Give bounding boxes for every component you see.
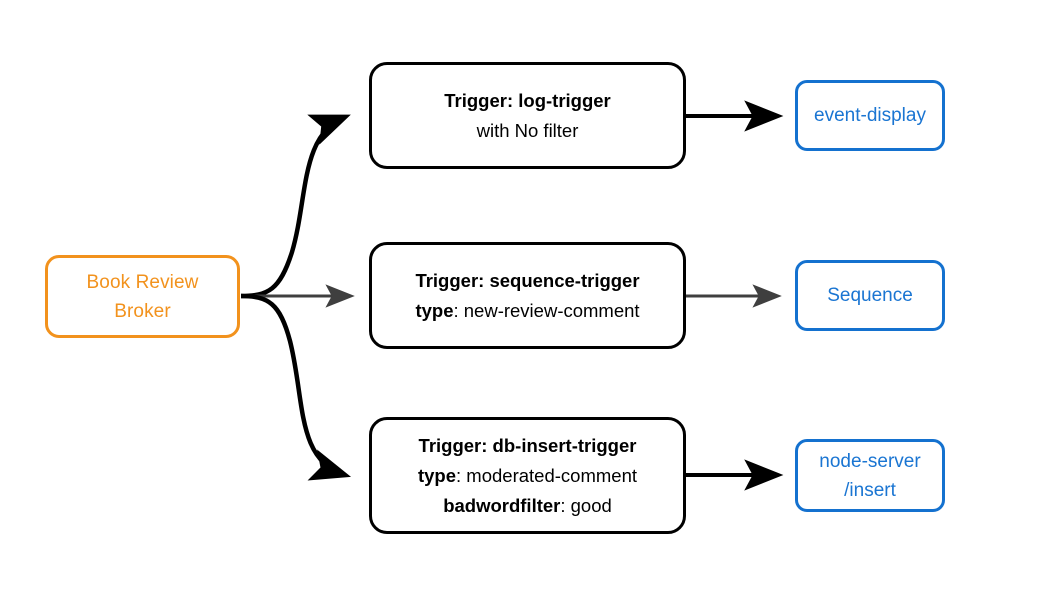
edge-broker-to-log-trigger xyxy=(240,114,351,299)
trigger-title-log-trigger: Trigger: log-trigger xyxy=(444,86,611,116)
trigger-attr-value-type-db-insert-trigger: : moderated-comment xyxy=(456,464,637,486)
trigger-attr-value-type-sequence-trigger: : new-review-comment xyxy=(453,299,640,321)
edge-broker-to-db-insert-trigger xyxy=(240,293,352,481)
sink-node-node-server[interactable]: node-server /insert xyxy=(795,439,945,512)
trigger-attr-type-sequence-trigger: type: new-review-comment xyxy=(415,296,639,326)
trigger-title-sequence-trigger: Trigger: sequence-trigger xyxy=(415,266,639,296)
sink-label-sequence: Sequence xyxy=(827,285,913,306)
sink-node-sequence[interactable]: Sequence xyxy=(795,260,945,331)
broker-node[interactable]: Book Review Broker xyxy=(45,255,240,338)
sink-label-node-server-line1: node-server xyxy=(819,450,921,472)
trigger-node-log-trigger[interactable]: Trigger: log-trigger with No filter xyxy=(369,62,686,169)
trigger-filter-value-log-trigger: with No filter xyxy=(476,119,579,141)
trigger-title-text-log-trigger: Trigger: log-trigger xyxy=(444,89,611,111)
sink-label-node-server-line2: /insert xyxy=(844,479,896,501)
trigger-title-db-insert-trigger: Trigger: db-insert-trigger xyxy=(419,431,637,461)
trigger-attr-key-badwordfilter-db-insert-trigger: badwordfilter xyxy=(443,494,561,516)
sink-node-event-display[interactable]: event-display xyxy=(795,80,945,151)
trigger-attr-key-type-sequence-trigger: type xyxy=(415,299,454,321)
trigger-node-db-insert-trigger[interactable]: Trigger: db-insert-trigger type: moderat… xyxy=(369,417,686,534)
trigger-attr-value-badwordfilter-db-insert-trigger: : good xyxy=(560,494,612,516)
trigger-attr-type-db-insert-trigger: type: moderated-comment xyxy=(418,461,637,491)
sink-label-event-display: event-display xyxy=(814,105,926,126)
broker-label-line1: Book Review xyxy=(86,271,199,293)
trigger-title-text-db-insert-trigger: Trigger: db-insert-trigger xyxy=(418,434,637,456)
trigger-attr-badwordfilter-db-insert-trigger: badwordfilter: good xyxy=(443,491,612,521)
trigger-node-sequence-trigger[interactable]: Trigger: sequence-trigger type: new-revi… xyxy=(369,242,686,349)
trigger-filter-log-trigger: with No filter xyxy=(477,116,579,146)
broker-label-line2: Broker xyxy=(114,300,171,322)
trigger-attr-key-type-db-insert-trigger: type xyxy=(417,464,457,486)
trigger-title-text-sequence-trigger: Trigger: sequence-trigger xyxy=(415,269,640,291)
